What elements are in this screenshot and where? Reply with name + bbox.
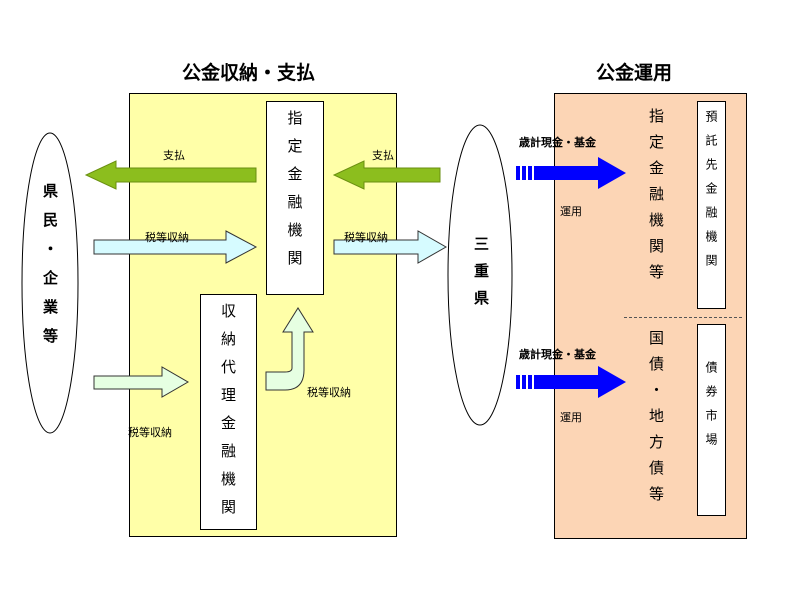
fund-label-top: 歳計現金・基金 bbox=[519, 136, 596, 149]
tax-arrow-bank-prefecture bbox=[333, 230, 448, 264]
tax-label-bank-prefecture: 税等収納 bbox=[344, 231, 388, 244]
citizens-ellipse bbox=[21, 132, 79, 434]
fund-arrow-top-dash-3 bbox=[528, 166, 532, 180]
payment-arrow-right bbox=[332, 160, 441, 190]
bond-market-box: 債券市場 bbox=[697, 324, 726, 516]
fund-arrow-bottom bbox=[534, 366, 626, 398]
designated-bank-box: 指定金融機関 bbox=[266, 101, 324, 295]
collection-agent-box: 収納代理金融機関 bbox=[200, 294, 257, 530]
deposit-bank-label: 預託先金融機関 bbox=[704, 110, 718, 278]
prefecture-ellipse bbox=[447, 124, 513, 426]
invest-label-bottom: 運用 bbox=[560, 411, 582, 424]
gov-bonds-label: 国債・地方債等 bbox=[647, 330, 665, 512]
citizens-label: 県民・企業等 bbox=[41, 183, 59, 357]
collection-agent-label: 収納代理金融機関 bbox=[219, 303, 237, 527]
invest-label-top: 運用 bbox=[560, 205, 582, 218]
payment-label-right: 支払 bbox=[372, 149, 394, 162]
tax-label-citizens-agent: 税等収納 bbox=[128, 426, 172, 439]
tax-arrow-citizens-bank bbox=[93, 230, 258, 264]
designated-bank-label: 指定金融機関 bbox=[285, 110, 304, 278]
tax-arrow-citizens-agent bbox=[93, 366, 190, 398]
payment-arrow-left bbox=[84, 160, 257, 190]
designated-bank-2-label: 指定金融機関等 bbox=[647, 108, 665, 290]
bond-market-label: 債券市場 bbox=[704, 361, 718, 457]
fund-arrow-top-dash-2 bbox=[522, 166, 526, 180]
fund-arrow-bottom-dash-1 bbox=[516, 375, 520, 389]
fund-arrow-top bbox=[534, 157, 626, 189]
collection-payment-title: 公金収納・支払 bbox=[182, 62, 316, 84]
tax-arrow-agent-bank bbox=[265, 307, 314, 391]
fund-management-title: 公金運用 bbox=[596, 62, 673, 84]
fund-arrow-bottom-dash-3 bbox=[528, 375, 532, 389]
tax-label-citizens-bank: 税等収納 bbox=[145, 231, 189, 244]
deposit-bank-box: 預託先金融機関 bbox=[697, 101, 726, 309]
fund-label-bottom: 歳計現金・基金 bbox=[519, 348, 596, 361]
fund-arrow-bottom-dash-2 bbox=[522, 375, 526, 389]
tax-label-agent-bank: 税等収納 bbox=[307, 386, 351, 399]
prefecture-label: 三重県 bbox=[472, 236, 490, 317]
payment-label-left: 支払 bbox=[163, 149, 185, 162]
separator-line bbox=[624, 317, 742, 318]
fund-arrow-top-dash-1 bbox=[516, 166, 520, 180]
